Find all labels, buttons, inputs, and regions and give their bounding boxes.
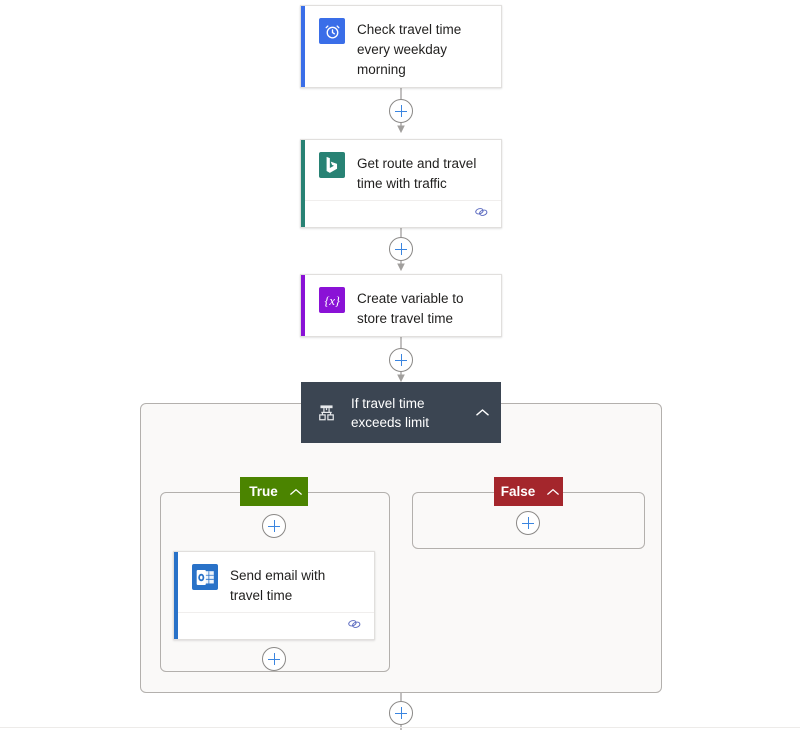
card-title: Send email with travel time <box>230 568 326 603</box>
action-card-trigger[interactable]: Check travel time every weekday morning <box>300 5 502 88</box>
variable-glyph: {x} <box>324 292 340 308</box>
card-title: Create variable to store travel time <box>357 291 464 326</box>
variable-braces-icon: {x} <box>319 287 345 313</box>
action-card-condition[interactable]: If travel time exceeds limit <box>301 382 501 443</box>
card-accent-bar <box>301 140 305 227</box>
add-step-false-branch[interactable] <box>516 511 540 535</box>
connection-link-icon[interactable] <box>474 205 489 223</box>
action-card-send-email[interactable]: Send email with travel time <box>173 551 375 640</box>
branch-label-false: False <box>500 484 536 499</box>
card-footer <box>305 200 501 227</box>
add-step-after-condition[interactable] <box>389 701 413 725</box>
add-step-true-branch-bottom[interactable] <box>262 647 286 671</box>
canvas-bottom-divider <box>0 727 800 728</box>
bing-maps-icon <box>319 152 345 178</box>
chevron-up-icon[interactable] <box>473 404 491 422</box>
branch-label-true: True <box>249 484 278 499</box>
outlook-icon <box>192 564 218 590</box>
add-step-true-branch-top[interactable] <box>262 514 286 538</box>
connection-link-icon[interactable] <box>347 617 362 635</box>
card-footer <box>178 612 374 639</box>
chevron-up-icon[interactable] <box>547 484 560 499</box>
card-title: Get route and travel time with traffic <box>357 156 477 191</box>
card-title: Check travel time every weekday morning <box>357 22 462 77</box>
add-step-after-get-route[interactable] <box>389 237 413 261</box>
add-step-after-create-variable[interactable] <box>389 348 413 372</box>
action-card-create-variable[interactable]: {x} Create variable to store travel time <box>300 274 502 337</box>
card-accent-bar <box>174 552 178 639</box>
card-accent-bar <box>301 6 305 87</box>
chevron-up-icon[interactable] <box>289 484 302 499</box>
card-title: If travel time exceeds limit <box>351 395 430 430</box>
add-step-after-trigger[interactable] <box>389 99 413 123</box>
action-card-get-route[interactable]: Get route and travel time with traffic <box>300 139 502 228</box>
condition-branch-icon <box>315 402 337 424</box>
alarm-clock-icon <box>319 18 345 44</box>
card-accent-bar <box>301 275 305 336</box>
branch-badge-false[interactable]: False <box>494 477 563 506</box>
branch-badge-true[interactable]: True <box>240 477 308 506</box>
